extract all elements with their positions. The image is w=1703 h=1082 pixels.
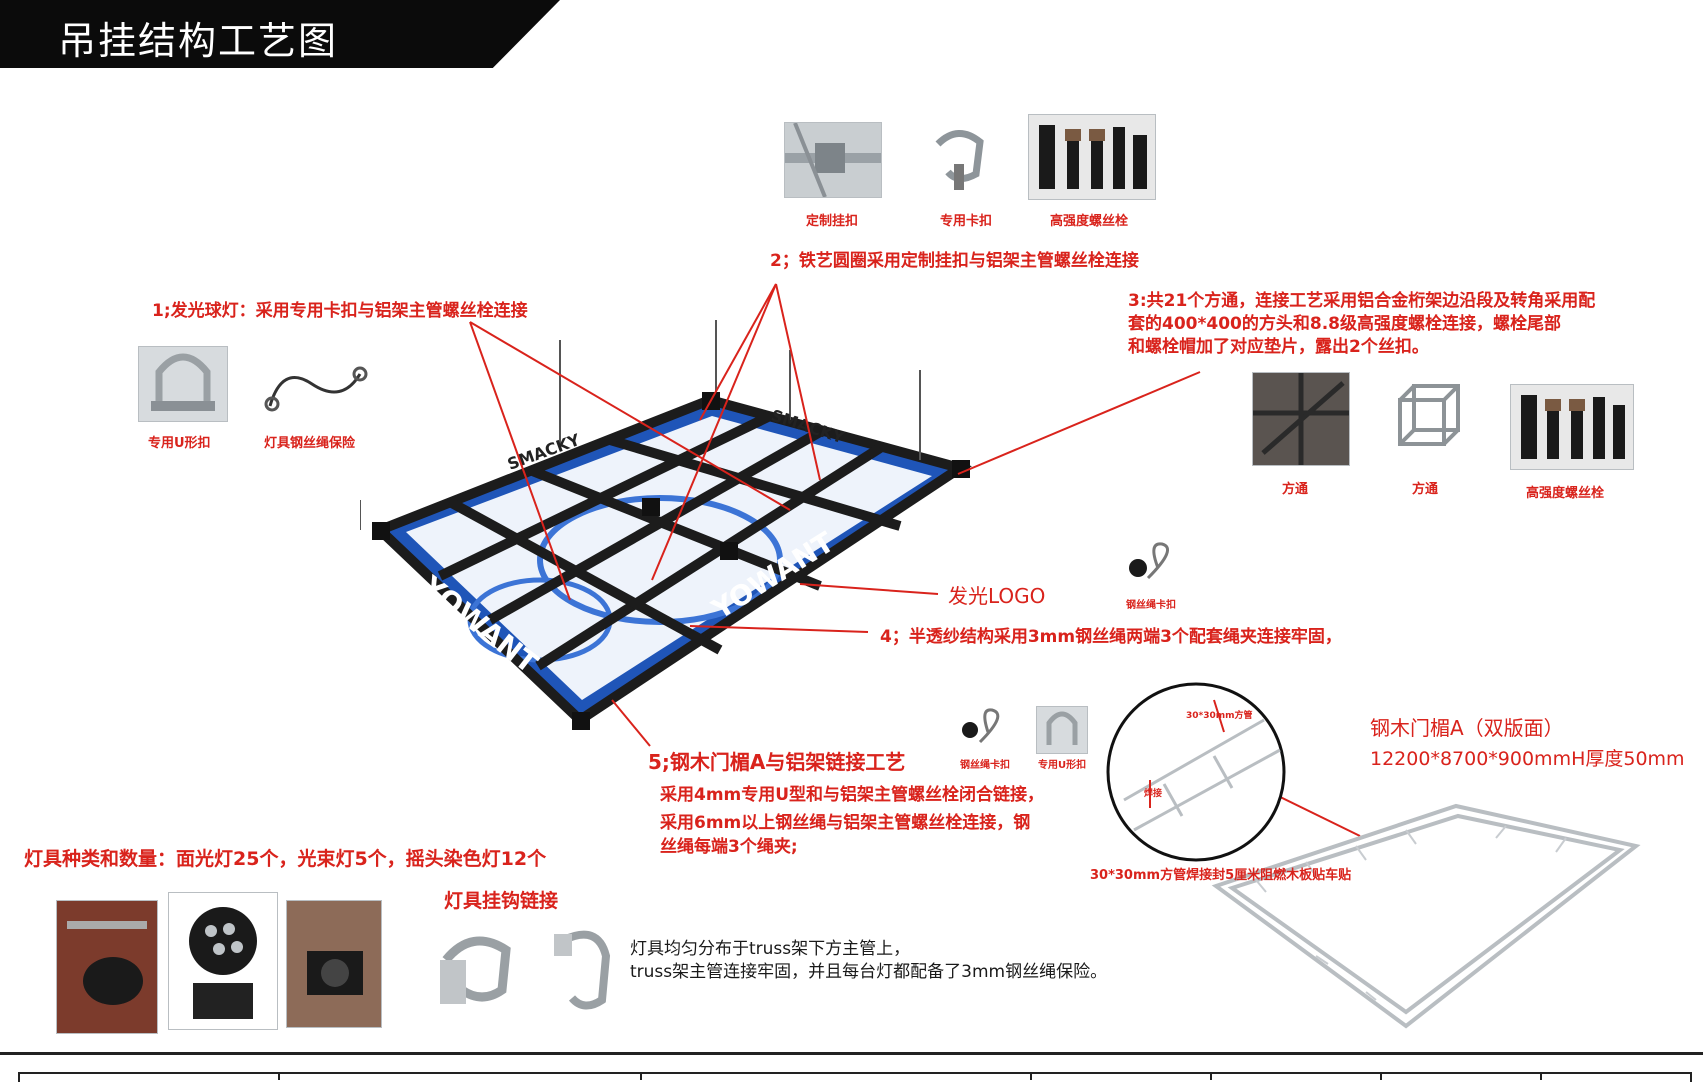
note-5-title: 5;钢木门楣A与铝架链接工艺	[648, 750, 906, 774]
u-clip-photo	[138, 346, 228, 422]
square-tube-photo-2	[1388, 374, 1468, 458]
u-clip-caption-2: 专用U形扣	[1038, 760, 1087, 771]
footer-divider	[1540, 1072, 1542, 1080]
bolt-photo-top	[1028, 114, 1156, 200]
footer-divider	[278, 1072, 280, 1080]
note-5-line-2: 采用6mm以上钢丝绳与铝架主管螺丝栓连接，钢	[660, 813, 1031, 833]
note-3-line-2: 套的400*400的方头和8.8级高强度螺栓连接，螺栓尾部	[1128, 314, 1561, 334]
u-clip-caption: 专用U形扣	[148, 436, 211, 451]
footer-divider	[1380, 1072, 1382, 1080]
door-detail-weld-label: 焊接	[1144, 789, 1163, 799]
note-2: 2；铁艺圆圈采用定制挂扣与铝架主管螺丝栓连接	[770, 251, 1139, 271]
special-clamp-caption: 专用卡扣	[940, 214, 993, 229]
note-5-line-3: 丝绳每端3个绳夹;	[660, 837, 798, 857]
square-tube-photo-1	[1252, 372, 1350, 466]
custom-hook-photo	[784, 122, 882, 198]
bolt-photo-right	[1510, 384, 1634, 470]
door-frame-drawing	[1211, 803, 1641, 1029]
door-detail-note: 30*30mm方管焊接封5厘米阻燃木板贴车贴	[1090, 868, 1352, 883]
rope-clip-caption-2: 钢丝绳卡扣	[960, 760, 1010, 771]
square-tube-caption-1: 方通	[1282, 482, 1309, 497]
moving-head-photo	[286, 900, 382, 1028]
rope-clip-photo-2	[952, 706, 1012, 752]
wire-safety-caption: 灯具钢丝绳保险	[264, 436, 356, 451]
hook-note-line-1: 灯具均匀分布于truss架下方主管上，	[630, 939, 911, 959]
truss-stage-floor	[406, 416, 932, 700]
footer-table	[18, 1072, 1692, 1082]
note-5-line-1: 采用4mm专用U型和与铝架主管螺丝栓闭合链接，	[660, 785, 1045, 805]
custom-hook-caption: 定制挂扣	[806, 214, 859, 229]
note-4: 4；半透纱结构采用3mm钢丝绳两端3个配套绳夹连接牢固，	[880, 627, 1342, 647]
bolt-caption-right: 高强度螺丝栓	[1526, 486, 1605, 501]
rope-clip-caption: 钢丝绳卡扣	[1126, 600, 1176, 611]
logo-label: 发光LOGO	[948, 584, 1046, 608]
note-3-line-3: 和螺栓帽加了对应垫片，露出2个丝扣。	[1128, 337, 1429, 357]
hook-clamp-photo-1	[432, 920, 522, 1016]
special-clamp-photo	[928, 124, 994, 194]
bolt-caption-top: 高强度螺丝栓	[1050, 214, 1129, 229]
door-size: 12200*8700*900mmH厚度50mm	[1370, 748, 1685, 770]
hook-title: 灯具挂钩链接	[444, 890, 559, 912]
note-1: 1;发光球灯：采用专用卡扣与铝架主管螺丝栓连接	[152, 301, 528, 321]
u-clip-photo-2	[1036, 706, 1088, 754]
truss-structure: YOWANT YOWANT SMACKY SMACKY	[360, 320, 972, 730]
footer-divider	[640, 1072, 642, 1080]
hook-clamp-photo-2	[548, 920, 618, 1016]
door-detail-tube-label: 30*30mm方管	[1186, 711, 1253, 721]
beam-light-photo	[168, 892, 278, 1030]
rope-clip-photo	[1118, 538, 1184, 590]
square-tube-caption-2: 方通	[1412, 482, 1439, 497]
page-title: 吊挂结构工艺图	[58, 19, 339, 63]
lamps-summary: 灯具种类和数量：面光灯25个，光束灯5个，摇头染色灯12个	[24, 848, 547, 870]
title-bar	[0, 0, 560, 68]
door-detail-circle	[1106, 682, 1286, 862]
door-title: 钢木门楣A（双版面）	[1370, 716, 1564, 740]
note-3-line-1: 3:共21个方通，连接工艺采用铝合金桁架边沿段及转角采用配	[1128, 291, 1596, 311]
hook-note-line-2: truss架主管连接牢固，并且每台灯都配备了3mm钢丝绳保险。	[630, 962, 1108, 982]
par-light-photo	[56, 900, 158, 1034]
footer-divider	[1210, 1072, 1212, 1080]
footer-divider	[1030, 1072, 1032, 1080]
wire-safety-photo	[262, 354, 368, 416]
footer-rule	[0, 1052, 1703, 1055]
